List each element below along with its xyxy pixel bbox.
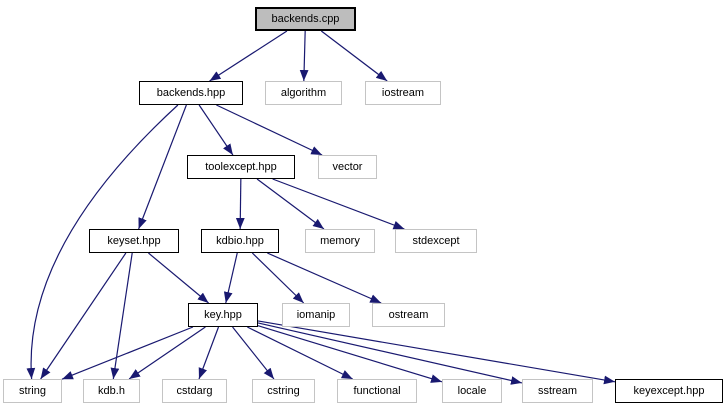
edge-toolexcept-hpp-to-kdbio-hpp — [235, 178, 245, 230]
edge-backends-hpp-to-keyset-hpp — [138, 104, 187, 230]
node-algorithm: algorithm — [265, 81, 342, 105]
edge-kdbio-hpp-to-key-hpp — [223, 252, 238, 304]
node-label: key.hpp — [204, 308, 242, 321]
node-label: sstream — [537, 384, 578, 397]
node-backends-hpp[interactable]: backends.hpp — [139, 81, 243, 105]
edge-toolexcept-hpp-to-memory — [256, 178, 325, 230]
node-label: keyexcept.hpp — [633, 384, 705, 397]
edge-kdbio-hpp-to-ostream — [267, 252, 382, 304]
node-iostream: iostream — [365, 81, 441, 105]
node-iomanip: iomanip — [282, 303, 350, 327]
node-keyset-hpp[interactable]: keyset.hpp — [89, 229, 179, 253]
node-label: kdb.h — [98, 384, 125, 397]
node-label: cstdarg — [176, 384, 213, 397]
node-key-hpp[interactable]: key.hpp — [188, 303, 258, 327]
edge-key-hpp-to-sstream — [257, 322, 523, 385]
node-label: kdbio.hpp — [216, 234, 264, 247]
node-keyexcept-hpp[interactable]: keyexcept.hpp — [615, 379, 723, 403]
edge-key-hpp-to-cstdarg — [198, 326, 220, 380]
edge-backends-cpp-to-iostream — [320, 30, 388, 82]
node-label: ostream — [388, 308, 429, 321]
node-vector: vector — [318, 155, 377, 179]
node-label: locale — [457, 384, 487, 397]
edge-backends-cpp-to-backends-hpp — [209, 30, 288, 82]
edge-keyset-hpp-to-key-hpp — [148, 252, 209, 304]
node-label: functional — [353, 384, 401, 397]
edge-keyset-hpp-to-kdb-h — [110, 252, 133, 380]
edge-key-hpp-to-keyexcept-hpp — [257, 320, 616, 385]
edge-backends-hpp-to-string — [26, 104, 179, 380]
edge-kdbio-hpp-to-iomanip — [251, 252, 305, 304]
node-label: iostream — [381, 86, 425, 99]
node-label: keyset.hpp — [107, 234, 161, 247]
node-label: memory — [320, 234, 360, 247]
node-label: iomanip — [296, 308, 336, 321]
node-label: vector — [332, 160, 363, 173]
node-label: algorithm — [280, 86, 327, 99]
node-label: cstring — [267, 384, 300, 397]
edge-toolexcept-hpp-to-stdexcept — [272, 178, 405, 230]
edge-key-hpp-to-string — [61, 326, 194, 380]
edge-backends-hpp-to-vector — [216, 104, 323, 156]
edge-backends-hpp-to-toolexcept-hpp — [198, 104, 234, 156]
node-functional: functional — [337, 379, 417, 403]
node-sstream: sstream — [522, 379, 593, 403]
edge-key-hpp-to-functional — [247, 326, 353, 380]
node-label: backends.cpp — [271, 12, 340, 25]
node-label: stdexcept — [412, 234, 460, 247]
node-string: string — [3, 379, 62, 403]
node-locale: locale — [442, 379, 502, 403]
edge-keyset-hpp-to-string — [40, 252, 127, 380]
node-cstring: cstring — [252, 379, 315, 403]
node-ostream: ostream — [372, 303, 445, 327]
edge-key-hpp-to-cstring — [232, 326, 275, 380]
node-backends-cpp: backends.cpp — [255, 7, 356, 31]
node-kdb-h: kdb.h — [83, 379, 140, 403]
node-cstdarg: cstdarg — [162, 379, 227, 403]
edge-key-hpp-to-locale — [257, 325, 443, 383]
node-toolexcept-hpp[interactable]: toolexcept.hpp — [187, 155, 295, 179]
node-label: toolexcept.hpp — [205, 160, 277, 173]
node-kdbio-hpp[interactable]: kdbio.hpp — [201, 229, 279, 253]
node-stdexcept: stdexcept — [395, 229, 477, 253]
node-memory: memory — [305, 229, 375, 253]
edge-backends-cpp-to-algorithm — [299, 30, 309, 82]
edge-key-hpp-to-kdb-h — [128, 326, 206, 380]
node-label: backends.hpp — [156, 86, 226, 99]
node-label: string — [19, 384, 46, 397]
